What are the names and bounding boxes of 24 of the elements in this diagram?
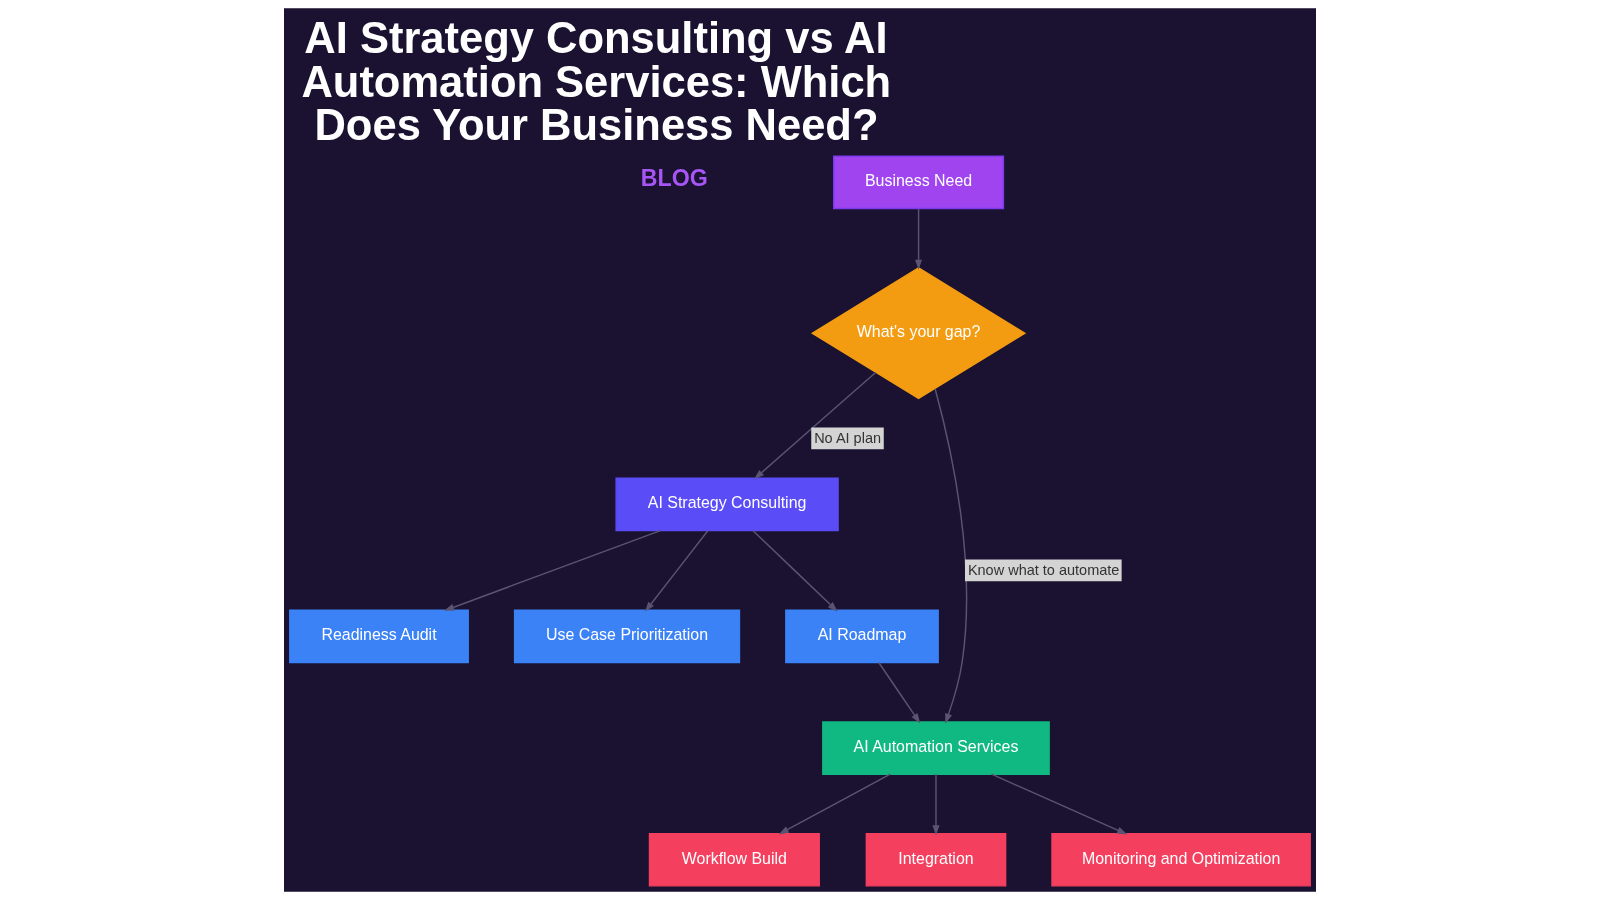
- edge-label: No AI plan: [814, 429, 882, 446]
- node-box: Workflow Build: [648, 832, 820, 887]
- node-box: AI Strategy Consulting: [615, 477, 839, 532]
- node-box: Business Need: [833, 155, 1005, 210]
- node-box: Integration: [865, 832, 1007, 887]
- edge-label: Know what to automate: [967, 561, 1120, 578]
- node-box: AI Roadmap: [785, 609, 939, 664]
- arrow: [878, 661, 921, 724]
- node-box: AI Automation Services: [822, 721, 1050, 775]
- node-box: Use Case Prioritization: [513, 609, 741, 664]
- arrow: [915, 208, 923, 270]
- arrow: [932, 773, 940, 836]
- arrow: [752, 530, 838, 612]
- node-box: Monitoring and Optimization: [1051, 832, 1311, 887]
- arrow: [444, 529, 662, 611]
- arrow: [778, 773, 891, 835]
- diagram-title: AI Strategy Consulting vs AI Automation Services: Which Does Your Business Need?: [301, 14, 892, 150]
- arrow: [934, 388, 968, 724]
- node-box: Readiness Audit: [289, 609, 469, 664]
- arrow: [644, 530, 709, 612]
- label: BLOG: [640, 165, 708, 192]
- arrow: [754, 371, 877, 480]
- node-diamond: What's your gap?: [810, 267, 1027, 400]
- arrow: [990, 773, 1128, 835]
